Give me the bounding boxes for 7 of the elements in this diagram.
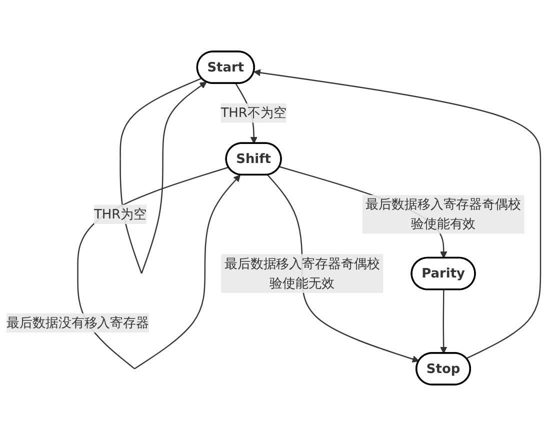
arrow	[440, 290, 448, 354]
edge-label: 最后数据没有移入寄存器	[6, 314, 150, 330]
arrow	[254, 69, 542, 359]
edge-label: THR为空	[94, 206, 147, 222]
edge-label: THR不为空	[220, 104, 286, 120]
edge-label: 最后数据移入寄存器奇偶校验使能无效	[224, 256, 380, 291]
edge-label: 最后数据移入寄存器奇偶校验使能有效	[365, 196, 522, 232]
